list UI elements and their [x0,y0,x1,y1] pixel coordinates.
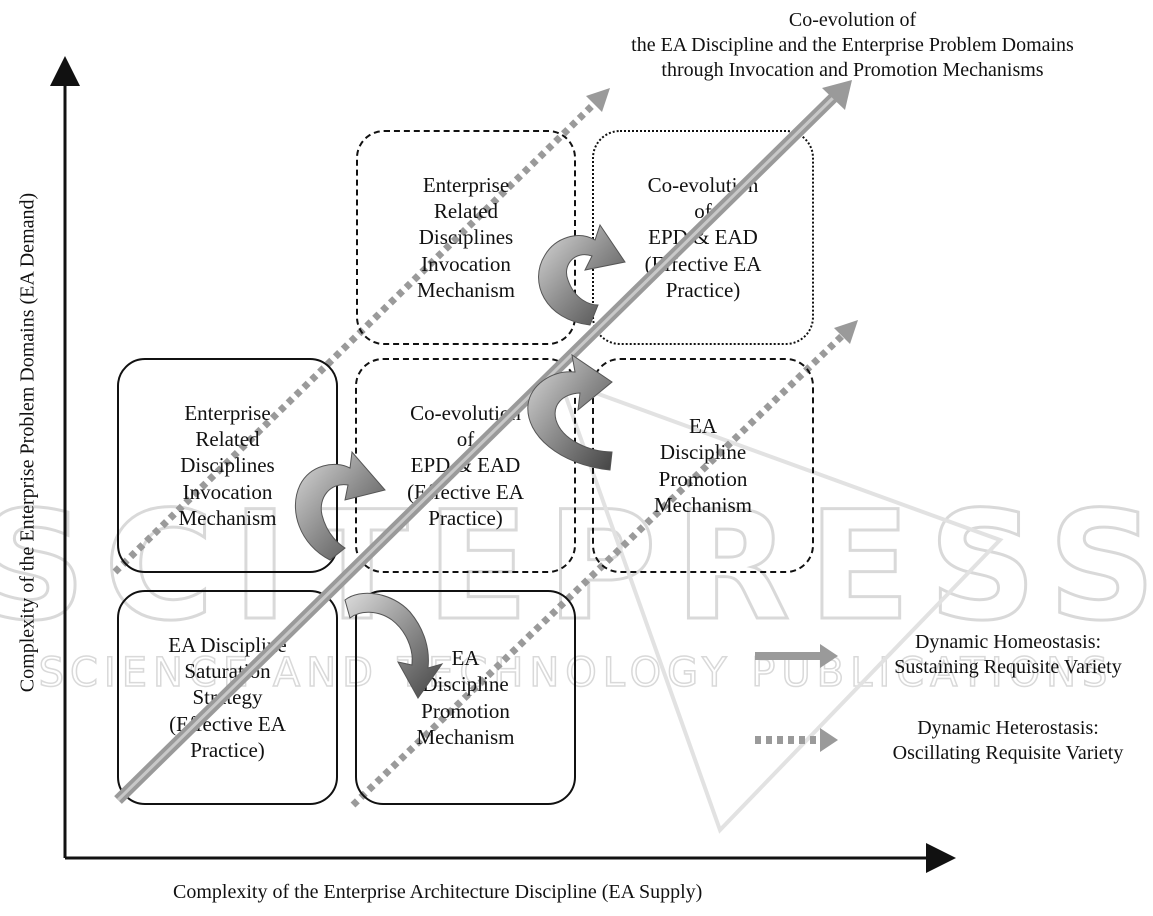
curved-arrow-bottom [344,592,444,699]
box-invocation-left-label: Enterprise Related Disciplines Invocatio… [178,400,277,530]
box-saturation-strategy: EA Discipline Saturation Strategy (Effec… [117,590,338,805]
box-promotion-right-label: EA Discipline Promotion Mechanism [654,414,752,517]
watermark-chevron [556,376,1004,834]
box-invocation-left: Enterprise Related Disciplines Invocatio… [117,358,338,573]
solid-arrow-main [114,80,852,804]
box-invocation-top-label: Enterprise Related Disciplines Invocatio… [417,172,515,302]
curved-arrow-middle-left [295,450,386,561]
dotted-arrow-upper [112,88,610,575]
diagram-title: Co-evolution of the EA Discipline and th… [631,9,1074,81]
watermark-subtitle: SCIENCE AND TECHNOLOGY PUBLICATIONS [39,650,1114,696]
legend-dotted-arrow-icon [755,728,838,752]
box-saturation-strategy-label: EA Discipline Saturation Strategy (Effec… [168,632,287,762]
x-axis-label: Complexity of the Enterprise Architectur… [173,881,703,903]
box-promotion-bottom: EA Discipline Promotion Mechanism [355,590,576,805]
legend-heterostasis-label: Dynamic Heterostasis: Oscillating Requis… [892,717,1124,764]
box-promotion-bottom-label: EA Discipline Promotion Mechanism [416,646,515,749]
legend-homeostasis-label: Dynamic Homeostasis: Sustaining Requisit… [894,631,1122,678]
y-axis-label: Complexity of the Enterprise Problem Dom… [16,192,39,693]
watermark-title: SCITEPRESS [0,480,1153,654]
curved-arrow-middle-right [527,353,613,471]
legend-solid-arrow-icon [755,644,838,668]
curved-arrow-top [538,223,626,326]
dotted-arrow-lower [350,320,858,808]
